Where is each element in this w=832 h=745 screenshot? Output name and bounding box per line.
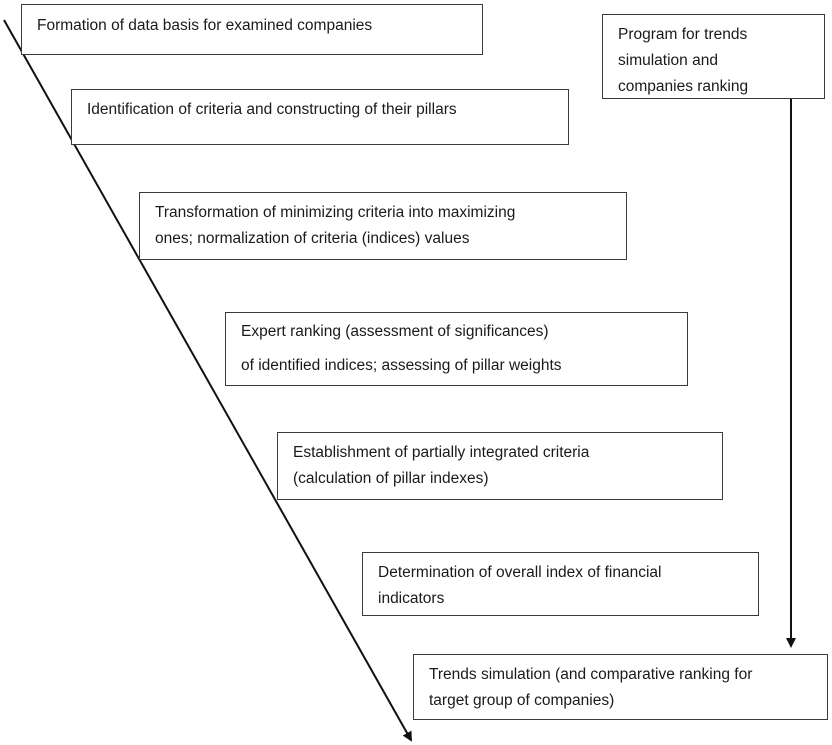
step-text-line: Determination of overall index of financ… [378,564,662,581]
step-text-line: indicators [378,590,445,607]
step-overall-index: Determination of overall index of financ… [362,552,759,616]
step-text-line: ones; normalization of criteria (indices… [155,230,470,247]
step-expert-ranking: Expert ranking (assessment of significan… [225,312,688,386]
step-text-line: Formation of data basis for examined com… [37,17,373,34]
step-identification-criteria: Identification of criteria and construct… [71,89,569,145]
step-text-line: (calculation of pillar indexes) [293,470,489,487]
step-text-line: Trends simulation (and comparative ranki… [429,666,753,683]
step-trends-simulation: Trends simulation (and comparative ranki… [413,654,828,720]
step-partially-integrated-criteria: Establishment of partially integrated cr… [277,432,723,500]
step-text-line: Transformation of minimizing criteria in… [155,204,516,221]
step-transformation-criteria: Transformation of minimizing criteria in… [139,192,627,260]
program-text-line: companies ranking [618,78,749,95]
step-text-line: Identification of criteria and construct… [87,101,457,118]
program-text-line: Program for trends [618,26,748,43]
step-text-line: Establishment of partially integrated cr… [293,444,590,461]
step-text-line: Expert ranking (assessment of significan… [241,323,549,340]
program-box: Program for trends simulation and compan… [602,14,825,99]
step-text-line: of identified indices; assessing of pill… [241,357,562,374]
step-text-line: target group of companies) [429,692,615,709]
step-formation-data-basis: Formation of data basis for examined com… [21,4,483,55]
program-text-line: simulation and [618,52,718,69]
